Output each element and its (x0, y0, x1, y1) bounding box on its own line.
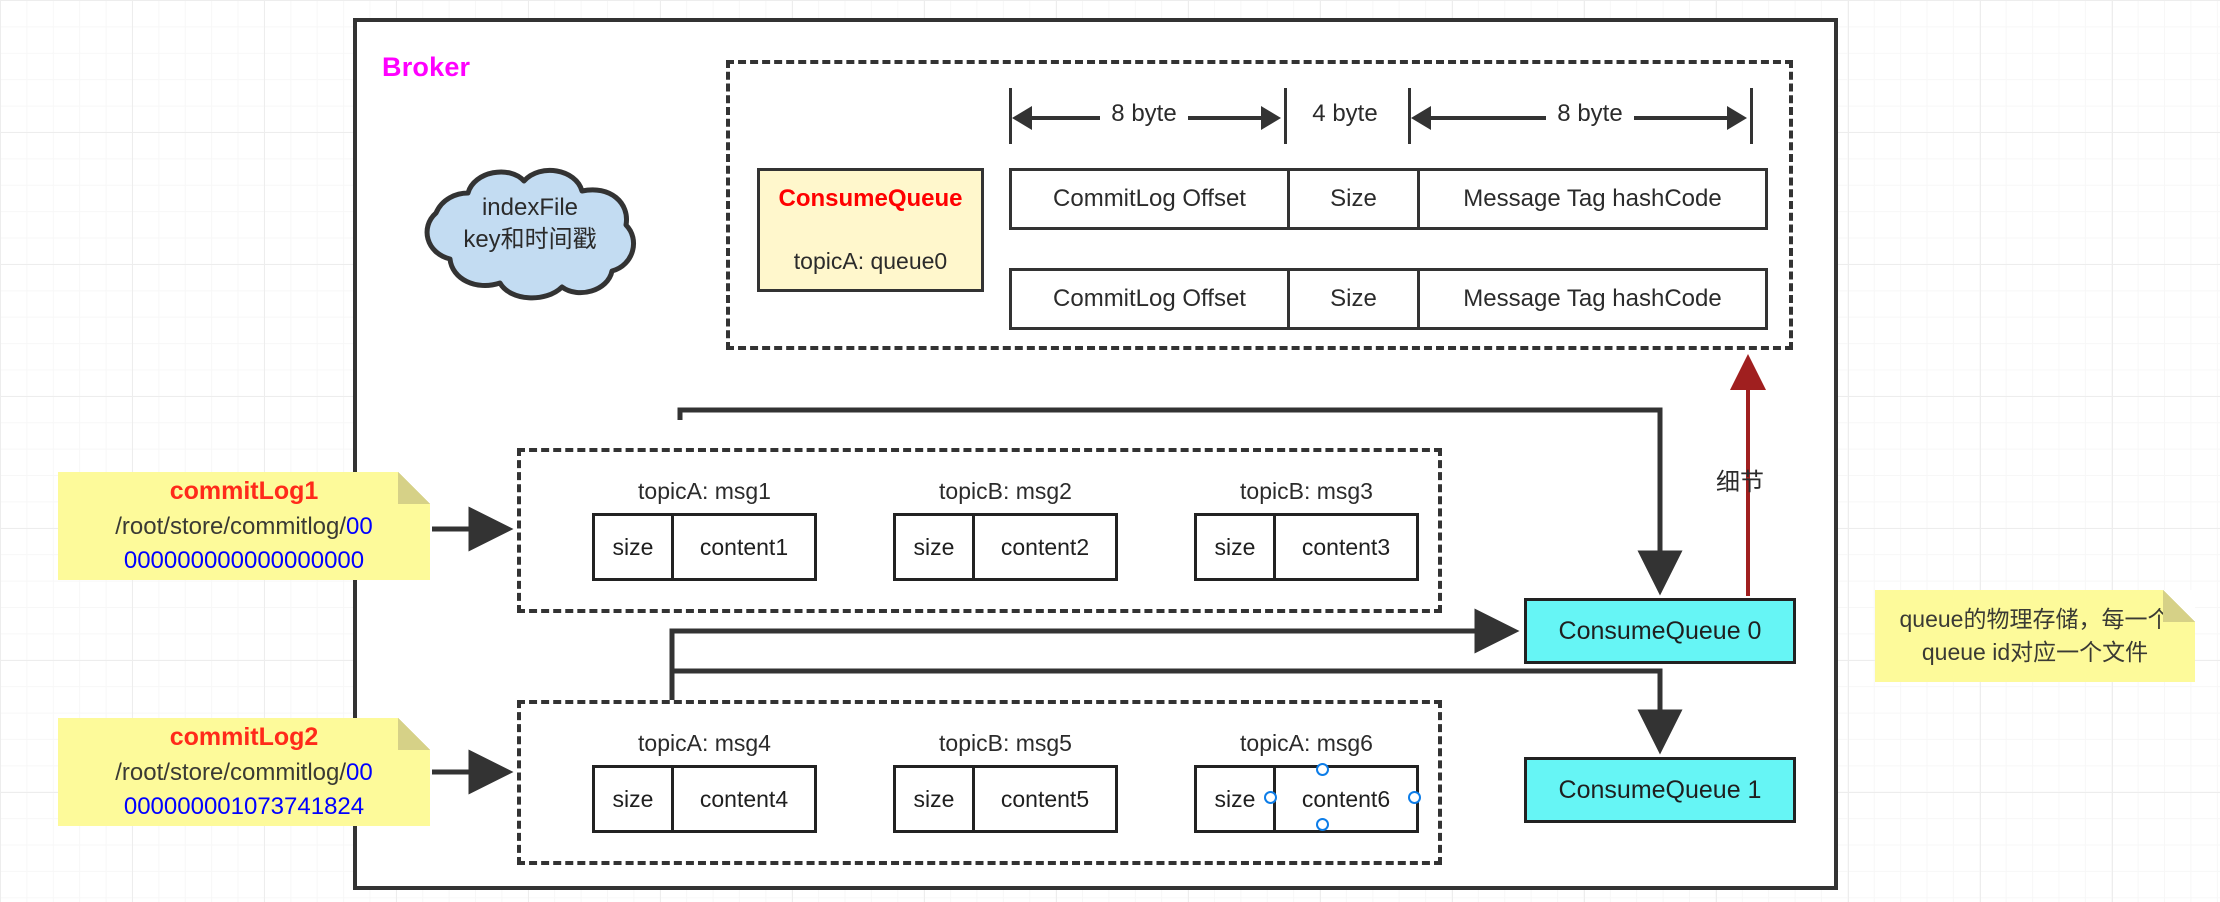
note-title: commitLog1 (169, 477, 319, 505)
message-size-cell: size (595, 516, 674, 578)
message-group-msg3: topicB: msg3 size content3 (1194, 478, 1419, 581)
message-content-cell: content5 (1000, 785, 1090, 812)
measure-1-bar-left (1032, 116, 1100, 120)
note-fold-corner (398, 472, 430, 504)
message-group-msg1: topicA: msg1 size content1 (592, 478, 817, 581)
message-group-msg5: topicB: msg5 size content5 (893, 730, 1118, 833)
consumequeue-label-title: ConsumeQueue (778, 185, 963, 212)
measure-1-label: 8 byte (1111, 100, 1177, 127)
cq-cell-commitlog-offset: CommitLog Offset (1009, 168, 1290, 230)
message-box: size content3 (1194, 513, 1419, 581)
message-size-cell: size (1197, 516, 1276, 578)
measure-3-arrow-right (1727, 106, 1747, 130)
message-size-cell: size (595, 768, 674, 830)
measure-1-arrow-right (1261, 106, 1281, 130)
message-title: topicA: msg1 (638, 478, 771, 504)
measure-1-bar-right (1188, 116, 1261, 120)
note-path-line-2: 000000001073741824 (123, 793, 365, 820)
measure-tick-4 (1750, 88, 1753, 144)
measure-3-label: 8 byte (1557, 100, 1623, 127)
cq-cell-size: Size (1287, 268, 1420, 330)
cq-cell-message-tag-hashcode: Message Tag hashCode (1417, 168, 1768, 230)
message-title: topicA: msg6 (1240, 730, 1373, 756)
cq-cell-message-tag-hashcode: Message Tag hashCode (1417, 268, 1768, 330)
message-box: size content1 (592, 513, 817, 581)
selection-handle-right[interactable] (1408, 791, 1421, 804)
cq-cell-commitlog-offset: CommitLog Offset (1009, 268, 1290, 330)
message-title: topicB: msg5 (939, 730, 1072, 756)
consume-queue-1-box: ConsumeQueue 1 (1524, 757, 1796, 823)
detail-arrow-label: 细节 (1716, 469, 1764, 496)
message-title: topicB: msg3 (1240, 478, 1373, 504)
measure-tick-3 (1408, 88, 1411, 144)
selection-handle-top[interactable] (1316, 763, 1329, 776)
note-file-part-1: 00 (346, 513, 373, 540)
queue-storage-note-line-2: queue id对应一个文件 (1921, 639, 2149, 665)
message-title: topicA: msg4 (638, 730, 771, 756)
note-path-prefix: /root/store/commitlog/ (115, 759, 347, 786)
message-box-selected[interactable]: size content6 (1194, 765, 1419, 833)
indexfile-cloud-text: indexFile key和时间戳 (400, 192, 660, 256)
note-fold-corner (398, 718, 430, 750)
measure-2-label: 4 byte (1312, 100, 1378, 127)
measure-3-bar-right (1634, 116, 1727, 120)
message-group-msg4: topicA: msg4 size content4 (592, 730, 817, 833)
selection-handle-left[interactable] (1264, 791, 1277, 804)
note-path-line-1: /root/store/commitlog/00 (115, 756, 372, 790)
message-group-msg6[interactable]: topicA: msg6 size content6 (1194, 730, 1419, 833)
measure-tick-2 (1284, 88, 1287, 144)
consumequeue-structure-panel (726, 60, 1793, 350)
message-box: size content5 (893, 765, 1118, 833)
message-content-cell: content3 (1301, 533, 1391, 560)
consumequeue-label-sub: topicA: queue0 (793, 248, 948, 274)
message-group-msg2: topicB: msg2 size content2 (893, 478, 1118, 581)
consume-queue-0-box: ConsumeQueue 0 (1524, 598, 1796, 664)
selection-handle-bottom[interactable] (1316, 818, 1329, 831)
consume-queue-1-label: ConsumeQueue 1 (1558, 775, 1762, 804)
message-box: size content4 (592, 765, 817, 833)
message-content-cell: content1 (699, 533, 789, 560)
message-content-cell: content2 (1000, 533, 1090, 560)
cq-record-row-1: CommitLog Offset Size Message Tag hashCo… (1009, 168, 1768, 230)
consume-queue-0-label: ConsumeQueue 0 (1558, 616, 1762, 645)
measure-tick-1 (1009, 88, 1012, 144)
message-content-cell: content6 (1301, 785, 1391, 812)
consumequeue-label-box: ConsumeQueue topicA: queue0 (757, 168, 984, 292)
measure-3-bar-left (1431, 116, 1546, 120)
message-title: topicB: msg2 (939, 478, 1072, 504)
message-size-cell: size (896, 516, 975, 578)
queue-storage-note-line-1: queue的物理存储，每一个 (1899, 606, 2171, 632)
commitlog2-note: commitLog2 /root/store/commitlog/00 0000… (58, 718, 430, 826)
cloud-line-2: key和时间戳 (463, 226, 597, 253)
queue-storage-note: queue的物理存储，每一个 queue id对应一个文件 (1875, 590, 2195, 682)
cq-cell-size: Size (1287, 168, 1420, 230)
cq-record-row-2: CommitLog Offset Size Message Tag hashCo… (1009, 268, 1768, 330)
commitlog1-note: commitLog1 /root/store/commitlog/00 0000… (58, 472, 430, 580)
message-size-cell: size (896, 768, 975, 830)
note-file-part-1: 00 (346, 759, 373, 786)
measure-1-arrow-left (1012, 106, 1032, 130)
indexfile-cloud (400, 155, 660, 305)
note-path-line-1: /root/store/commitlog/00 (115, 510, 372, 544)
message-content-cell: content4 (699, 785, 789, 812)
broker-title: Broker (382, 52, 471, 82)
cloud-line-1: indexFile (481, 194, 579, 221)
note-path-line-2: 000000000000000000 (123, 547, 365, 574)
message-box: size content2 (893, 513, 1118, 581)
measure-3-arrow-left (1411, 106, 1431, 130)
note-fold-corner (2163, 590, 2195, 622)
note-path-prefix: /root/store/commitlog/ (115, 513, 347, 540)
note-title: commitLog2 (169, 723, 319, 751)
